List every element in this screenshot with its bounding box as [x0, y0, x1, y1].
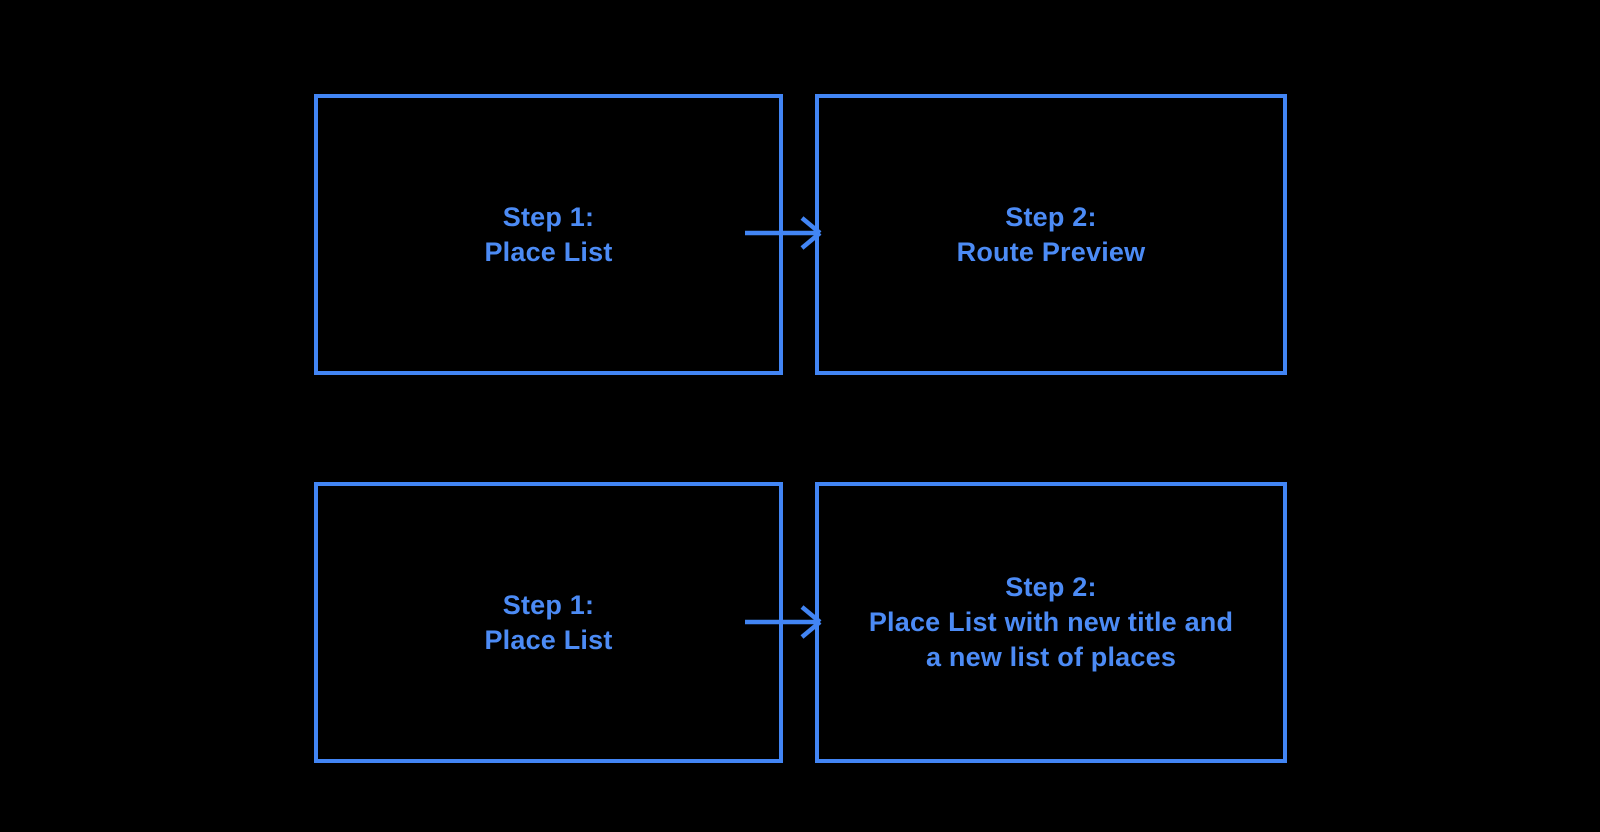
node-label: Step 2: Route Preview: [957, 200, 1146, 270]
arrow-right-icon: [745, 216, 822, 250]
node-step1-place-list-top: Step 1: Place List: [314, 94, 783, 375]
node-label: Step 2: Place List with new title and a …: [869, 570, 1233, 675]
node-label: Step 1: Place List: [484, 588, 612, 658]
node-label-line: Step 2:: [1005, 201, 1097, 232]
node-label-line: Route Preview: [956, 236, 1146, 267]
node-label-line: a new list of places: [925, 642, 1177, 672]
node-label-line: Step 1:: [502, 589, 595, 620]
node-step1-place-list-bottom: Step 1: Place List: [314, 482, 783, 763]
arrow-right-icon: [745, 605, 822, 639]
node-label: Step 1: Place List: [484, 200, 612, 270]
node-label-line: Place List: [484, 624, 613, 655]
node-label-line: Step 1:: [502, 201, 595, 232]
node-label-line: Place List: [484, 236, 613, 267]
node-step2-new-place-list: Step 2: Place List with new title and a …: [815, 482, 1287, 763]
node-step2-route-preview: Step 2: Route Preview: [815, 94, 1287, 375]
node-label-line: Place List with new title and: [868, 607, 1234, 637]
node-label-line: Step 2:: [1005, 572, 1097, 602]
